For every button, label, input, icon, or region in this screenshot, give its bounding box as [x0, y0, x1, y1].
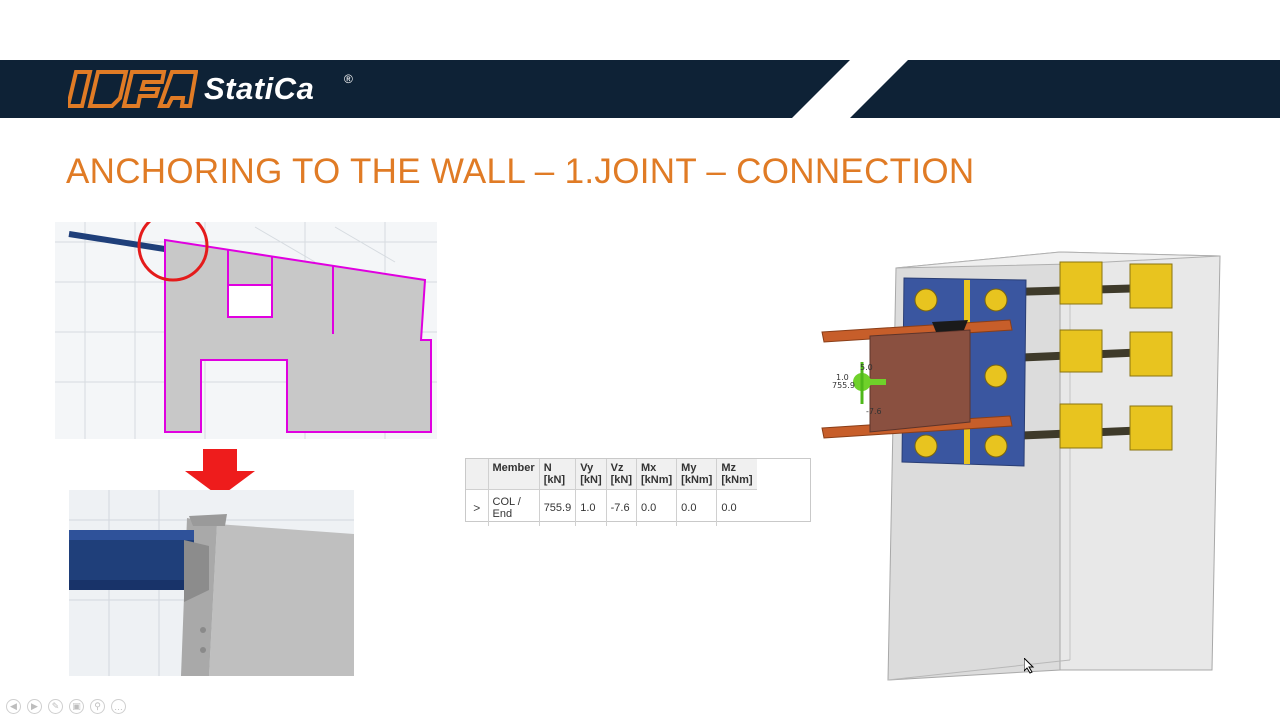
model-label-b: 1.0	[836, 373, 849, 382]
row-expand-toggle[interactable]: >	[466, 489, 489, 526]
beam-wall-3d-view	[69, 490, 354, 676]
column-header-member[interactable]: Member	[488, 459, 540, 490]
registered-mark: ®	[344, 72, 353, 86]
zoom-icon[interactable]: ⚲	[90, 699, 105, 714]
column-header-vy[interactable]: Vy[kN]	[575, 459, 607, 490]
connection-3d-model[interactable]: 5.0 1.0 755.9 -7.6	[820, 240, 1240, 690]
column-header-mz[interactable]: Mz[kNm]	[716, 459, 757, 490]
arrow-down-icon	[185, 449, 255, 497]
slideshow-controls: ◀ ▶ ✎ ▣ ⚲ …	[6, 699, 126, 717]
cell-vy: 1.0	[575, 489, 607, 526]
column-unit: [kN]	[610, 474, 632, 486]
column-unit: [kN]	[543, 474, 566, 486]
cell-n: 755.9	[539, 489, 577, 526]
model-label-d: -7.6	[866, 407, 882, 416]
column-name: My	[681, 462, 697, 474]
table-row[interactable]: > COL / End 755.9 1.0 -7.6 0.0 0.0 0.0	[466, 489, 757, 526]
wall-elevation-view	[55, 222, 437, 439]
model-label-c: 755.9	[832, 381, 855, 390]
more-icon[interactable]: …	[111, 699, 126, 714]
column-header-vz[interactable]: Vz[kN]	[606, 459, 638, 490]
column-name: N	[543, 462, 552, 474]
header-banner	[0, 60, 1280, 118]
column-unit: [kNm]	[681, 474, 713, 486]
slide-title: ANCHORING TO THE WALL – 1.JOINT – CONNEC…	[66, 152, 975, 191]
internal-forces-table: Member N[kN] Vy[kN] Vz[kN] Mx[kNm] My[kN…	[465, 458, 811, 526]
column-header-n[interactable]: N[kN]	[539, 459, 577, 490]
column-header-mx[interactable]: Mx[kNm]	[636, 459, 678, 490]
column-name: Mz	[721, 462, 737, 474]
pen-icon[interactable]: ✎	[48, 699, 63, 714]
arrow-right-icon[interactable]: ▶	[27, 699, 42, 714]
column-unit: [kNm]	[721, 474, 753, 486]
cell-mx: 0.0	[636, 489, 678, 526]
statica-logo-text: StatiCa	[204, 71, 315, 106]
cell-mz: 0.0	[721, 502, 737, 514]
column-name: Mx	[641, 462, 657, 474]
arrow-left-icon[interactable]: ◀	[6, 699, 21, 714]
table-header-row: Member N[kN] Vy[kN] Vz[kN] Mx[kNm] My[kN…	[466, 459, 757, 490]
column-name: Vy	[580, 462, 594, 474]
cell-vz: -7.6	[606, 489, 638, 526]
cell-my: 0.0	[676, 489, 718, 526]
column-name: Member	[492, 462, 535, 474]
column-unit: [kN]	[580, 474, 602, 486]
copy-icon[interactable]: ▣	[69, 699, 84, 714]
model-label-a: 5.0	[860, 363, 873, 372]
mouse-cursor-icon	[1024, 658, 1035, 674]
expander-column-header	[466, 459, 489, 490]
column-unit: [kNm]	[641, 474, 673, 486]
column-name: Vz	[610, 462, 624, 474]
column-header-my[interactable]: My[kNm]	[676, 459, 718, 490]
cell-member: COL / End	[488, 489, 540, 526]
idea-logo	[68, 70, 198, 108]
